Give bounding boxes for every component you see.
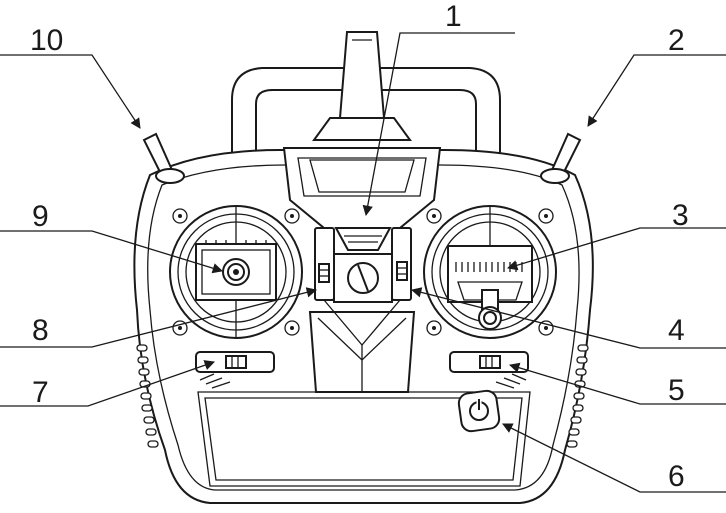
left-shoulder-switch[interactable] xyxy=(142,132,185,184)
center-console xyxy=(282,147,442,393)
callout-7: 7 xyxy=(32,376,49,409)
leader-9 xyxy=(0,230,223,274)
right-trim-slider[interactable] xyxy=(391,227,412,301)
lower-panel xyxy=(197,391,531,487)
right-stick-gimbal[interactable] xyxy=(423,205,557,339)
callout-8: 8 xyxy=(32,314,49,347)
callout-labels: 1 2 3 4 5 6 7 8 9 10 xyxy=(30,0,689,493)
left-trim-slider[interactable] xyxy=(314,227,335,301)
leader-1 xyxy=(362,32,515,217)
leader-3 xyxy=(507,227,726,271)
left-grip-ridges xyxy=(136,344,159,448)
left-lower-trim[interactable] xyxy=(195,351,275,389)
callout-1: 1 xyxy=(445,0,462,33)
left-stick-gimbal[interactable] xyxy=(169,205,303,339)
callout-9: 9 xyxy=(32,200,49,233)
callout-3: 3 xyxy=(672,199,689,232)
leader-10 xyxy=(0,54,141,129)
callout-6: 6 xyxy=(668,460,685,493)
antenna xyxy=(312,31,412,141)
leader-6 xyxy=(502,423,726,493)
right-shoulder-switch[interactable] xyxy=(540,132,582,184)
callout-10: 10 xyxy=(30,24,63,57)
right-lower-trim[interactable] xyxy=(449,351,529,389)
callout-2: 2 xyxy=(668,24,685,57)
leader-7 xyxy=(0,360,215,407)
callout-4: 4 xyxy=(668,314,685,347)
callout-leaders xyxy=(0,32,726,493)
lower-panel-inner xyxy=(204,397,523,481)
indicator-grille xyxy=(334,227,392,251)
leader-5 xyxy=(509,362,726,405)
right-grip-ridges xyxy=(566,344,589,448)
leader-4 xyxy=(410,287,726,349)
leader-8 xyxy=(0,287,318,348)
leader-2 xyxy=(587,54,726,127)
center-knob[interactable] xyxy=(333,253,393,303)
callout-5: 5 xyxy=(668,374,685,407)
inner-shell xyxy=(147,164,580,491)
power-button[interactable] xyxy=(457,389,501,433)
